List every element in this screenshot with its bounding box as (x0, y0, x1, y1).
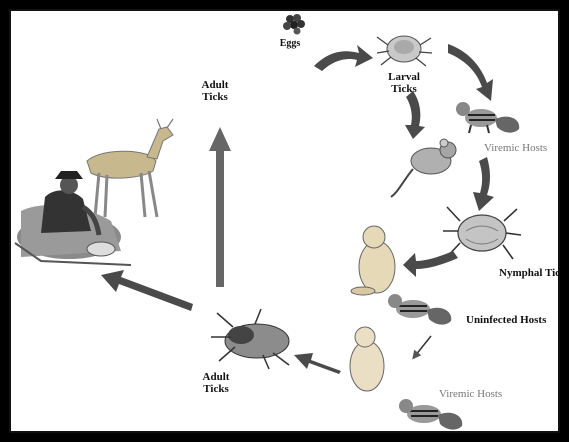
adult-bottom-line2: Ticks (194, 383, 238, 395)
adult-top-line2: Ticks (193, 91, 237, 103)
chipmunk-icon (456, 102, 519, 133)
adult-tick-icon (211, 309, 289, 369)
larval-label-line2: Ticks (379, 83, 429, 95)
chipmunk-lower-icon (399, 399, 462, 430)
diagram-frame: Eggs Larval Ticks Adult Ticks Viremic Ho… (9, 9, 560, 433)
arrow-adult-to-hunter (101, 270, 193, 311)
adult-ticks-top-label: Adult Ticks (193, 79, 237, 103)
arrow-larval-to-mouse (405, 91, 425, 139)
life-cycle-illustration (11, 11, 560, 433)
arrow-nymphal-to-prairie-dog (403, 251, 458, 277)
chipmunk-uninfected-icon (388, 294, 451, 325)
arrow-hosts-to-nymphal (473, 157, 494, 211)
arrow-adult-up (209, 127, 231, 287)
uninfected-hosts-label: Uninfected Hosts (466, 314, 560, 326)
viremic-hosts-upper-label: Viremic Hosts (484, 142, 560, 154)
nymphal-tick-icon (443, 207, 521, 259)
prairie-dog-icon (351, 226, 395, 295)
prairie-dog-lower-icon (350, 327, 384, 391)
hunter-icon (15, 171, 131, 265)
adult-ticks-bottom-label: Adult Ticks (194, 371, 238, 395)
larval-tick-icon (377, 36, 432, 66)
thin-arrow (415, 336, 431, 356)
adult-bottom-line1: Adult (194, 371, 238, 383)
arrow-eggs-to-larval (314, 45, 373, 71)
deer-icon (87, 119, 173, 217)
mouse-icon (391, 139, 456, 197)
larval-ticks-label: Larval Ticks (379, 71, 429, 95)
nymphal-ticks-label: Nymphal Ticks (499, 267, 560, 279)
eggs-icon (283, 14, 305, 35)
arrow-hosts-to-adult-tick (294, 353, 341, 374)
larval-label-line1: Larval (379, 71, 429, 83)
arrow-larval-to-chipmunk (448, 44, 493, 101)
adult-top-line1: Adult (193, 79, 237, 91)
eggs-label: Eggs (275, 38, 305, 50)
viremic-hosts-lower-label: Viremic Hosts (439, 388, 529, 400)
